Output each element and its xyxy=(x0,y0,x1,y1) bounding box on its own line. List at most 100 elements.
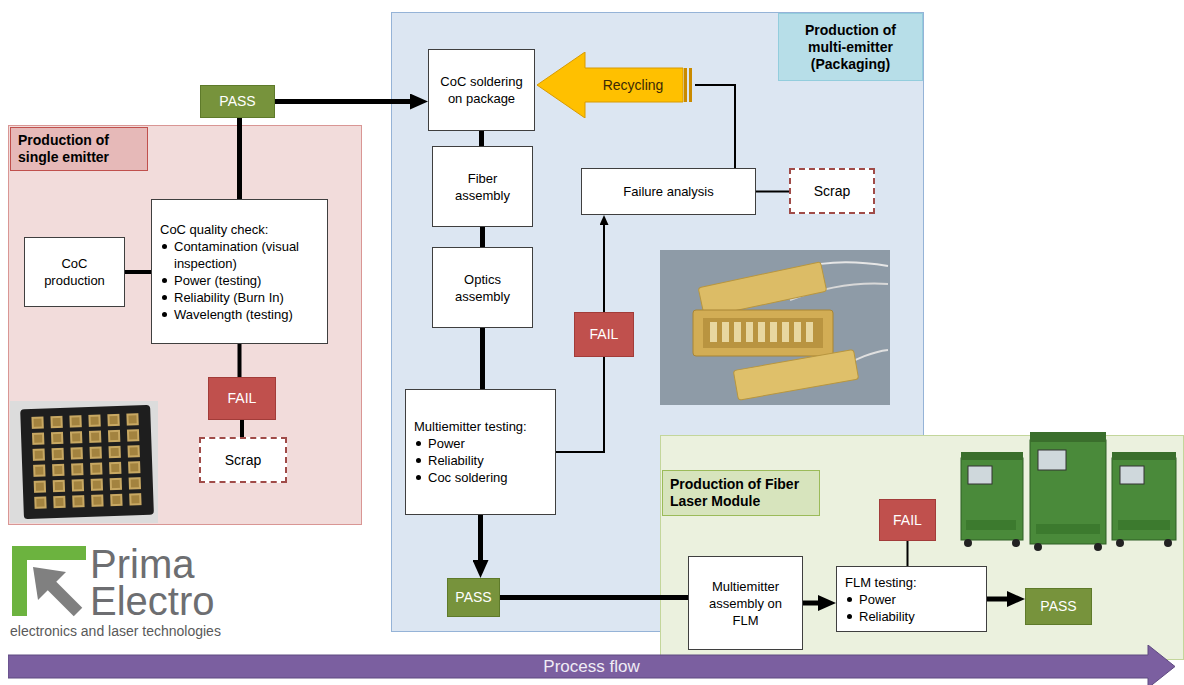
multi-emitter-photo xyxy=(660,250,890,405)
box-label: FAIL xyxy=(893,512,922,529)
cabinet-strip xyxy=(1036,524,1100,534)
logo-arrow-head xyxy=(33,567,66,600)
cabinet-body xyxy=(961,458,1023,540)
photo-ground xyxy=(660,250,890,405)
open-housing xyxy=(693,310,833,356)
process-box: Fiber assembly xyxy=(432,146,533,227)
flow-connector xyxy=(238,344,242,377)
bullet-item: Reliability xyxy=(845,608,915,625)
scrap-box: Scrap xyxy=(789,168,875,214)
box-label: Recycling xyxy=(603,77,664,93)
housing xyxy=(733,349,858,400)
wheel xyxy=(1164,539,1172,547)
fail-tag: FAIL xyxy=(208,377,276,420)
side-connector xyxy=(907,541,909,566)
box-label: Optics assembly xyxy=(439,271,526,305)
flow-connector xyxy=(480,227,485,247)
pass-tag: PASS xyxy=(447,578,500,617)
box-heading: Multiemitter testing: xyxy=(414,418,527,435)
box-label: Scrap xyxy=(814,183,851,200)
carrier-plate xyxy=(20,405,154,519)
check-box: FLM testing:PowerReliability xyxy=(836,566,987,632)
bullet-item: Contamination (visual inspection) xyxy=(160,238,319,272)
process-box: CoC soldering on package xyxy=(428,49,535,131)
cabinet-screen xyxy=(1038,450,1066,470)
cabinet-screen xyxy=(1120,466,1144,484)
cabinet-top xyxy=(961,452,1023,460)
fail-tag: FAIL xyxy=(879,499,936,541)
wheel xyxy=(1116,539,1124,547)
check-box: Multiemitter testing:PowerReliabilityCoc… xyxy=(405,389,556,515)
arrow-tail-stripe xyxy=(684,68,687,102)
wheel xyxy=(1094,543,1102,551)
process-box: Failure analysis xyxy=(581,168,756,215)
process-box: Optics assembly xyxy=(432,247,533,328)
stage-title: Production of Fiber Laser Module xyxy=(662,470,820,516)
check-box: CoC quality check:Contamination (visual … xyxy=(151,199,328,344)
bullet-item: Reliability xyxy=(414,452,484,469)
bullet-item: Power xyxy=(414,435,465,452)
box-label: Process flow xyxy=(543,657,639,677)
cabinet-body xyxy=(1030,440,1106,544)
pass-tag: PASS xyxy=(200,85,275,118)
cabinet-strip xyxy=(966,520,1016,530)
arrow-body xyxy=(537,52,683,118)
recycling-arrow: Recycling xyxy=(537,52,695,118)
logo-name: Prima Electro xyxy=(90,546,240,620)
process-flow-arrow: Process flow xyxy=(8,645,1175,685)
flow-connector xyxy=(237,118,242,199)
chip-carrier xyxy=(20,405,154,519)
arrow-body xyxy=(8,645,1175,685)
stage-title: Production of multi-emitter (Packaging) xyxy=(778,13,923,81)
housing-cavity xyxy=(703,318,823,348)
logo-tagline: electronics and laser technologies xyxy=(10,623,250,640)
flow-connector xyxy=(275,99,410,104)
arrow-tail-stripe xyxy=(689,68,692,102)
cabinet-screen xyxy=(968,466,992,484)
flow-connector xyxy=(803,601,818,606)
box-label: PASS xyxy=(219,93,255,110)
box-heading: FLM testing: xyxy=(845,574,917,591)
bullet-item: Wavelength (testing) xyxy=(160,306,293,323)
side-connector xyxy=(603,225,605,312)
process-box: CoC production xyxy=(24,237,125,307)
flow-connector xyxy=(480,328,485,389)
wheel xyxy=(1034,543,1042,551)
stage-title: Production of single emitter xyxy=(10,127,148,171)
wheel xyxy=(1012,539,1020,547)
wheel xyxy=(964,539,972,547)
box-label: CoC production xyxy=(31,255,118,289)
housing xyxy=(698,262,827,317)
box-heading: CoC quality check: xyxy=(160,221,268,238)
flow-connector xyxy=(479,131,484,146)
box-label: FAIL xyxy=(228,390,257,407)
photo-ground xyxy=(10,401,158,523)
box-label: PASS xyxy=(455,589,491,606)
emitter-row xyxy=(708,320,816,344)
chip-wafer-photo xyxy=(10,401,158,523)
box-label: FAIL xyxy=(590,326,619,343)
bullet-item: Coc soldering xyxy=(414,469,508,486)
box-label: PASS xyxy=(1040,598,1076,615)
laser-cabinet xyxy=(961,452,1023,547)
scrap-box: Scrap xyxy=(199,437,287,483)
laser-cabinet xyxy=(1112,452,1176,547)
flow-connector xyxy=(240,420,244,437)
flow-connector xyxy=(500,595,688,600)
flow-connector xyxy=(987,597,1007,602)
chip-grid xyxy=(28,411,145,511)
flow-connector xyxy=(478,515,483,560)
company-logo-icon xyxy=(12,546,86,616)
box-label: Failure analysis xyxy=(623,183,713,200)
logo-corner xyxy=(12,546,86,616)
cabinet-strip xyxy=(1118,520,1170,530)
bullet-item: Reliability (Burn In) xyxy=(160,289,284,306)
cabinet-top xyxy=(1030,432,1106,442)
bullet-item: Power xyxy=(845,591,896,608)
process-box: Multiemitter assembly on FLM xyxy=(688,556,803,650)
bullet-item: Power (testing) xyxy=(160,272,261,289)
box-label: Scrap xyxy=(225,452,262,469)
module-housing xyxy=(733,349,858,400)
box-label: CoC soldering on package xyxy=(435,73,528,107)
laser-cabinet xyxy=(1030,432,1106,551)
